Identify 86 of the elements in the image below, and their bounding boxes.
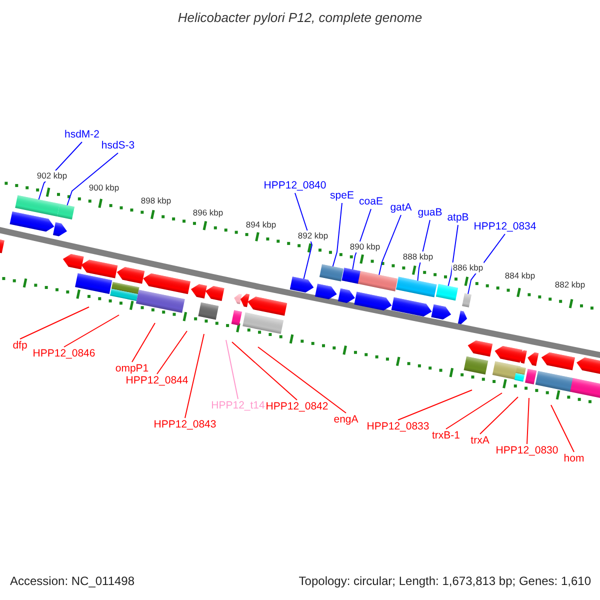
gene-feature bbox=[190, 284, 207, 298]
gene-feature bbox=[116, 267, 145, 284]
gene-label: coaE bbox=[359, 196, 383, 208]
scale-label: 898 kbp bbox=[140, 196, 172, 206]
title: Helicobacter pylori P12, complete genome bbox=[176, 10, 424, 25]
leader-line bbox=[332, 202, 342, 267]
leader-line bbox=[294, 192, 313, 280]
leader-line bbox=[226, 340, 238, 400]
gene-block bbox=[198, 302, 219, 320]
gene-block bbox=[570, 378, 600, 399]
gene-block bbox=[464, 356, 488, 375]
gene-label: HPP12_0846 bbox=[32, 348, 96, 360]
gene-block bbox=[319, 264, 344, 282]
gene-feature bbox=[290, 276, 314, 293]
gene-feature bbox=[468, 340, 493, 357]
gene-label: trxB-1 bbox=[432, 430, 460, 442]
leader-line bbox=[184, 334, 204, 418]
accession-note: Accession: NC_011498 bbox=[10, 574, 135, 588]
leader-line bbox=[526, 398, 530, 444]
gene-label: HPP12_0830 bbox=[496, 444, 558, 458]
scale-label: 900 kbp bbox=[88, 182, 120, 194]
gene-block bbox=[514, 373, 525, 382]
gene-label: hom bbox=[564, 452, 584, 466]
scale-label: 884 kbp bbox=[504, 270, 536, 282]
gene-block bbox=[462, 293, 472, 308]
scale-label: 902 kbp bbox=[36, 170, 68, 182]
gene-label: dfp bbox=[12, 340, 28, 352]
gene-feature bbox=[576, 358, 600, 377]
gene-feature bbox=[10, 211, 54, 232]
gene-feature bbox=[205, 286, 224, 301]
leader-line bbox=[398, 390, 472, 420]
scale-label: 890 kbp bbox=[348, 242, 382, 252]
gene-label: HPP12_0844 bbox=[126, 374, 188, 388]
gene-label: trxA bbox=[470, 434, 490, 448]
gene-label: HPP12_t14 bbox=[211, 400, 265, 412]
gene-feature bbox=[541, 352, 575, 370]
gene-feature bbox=[518, 350, 527, 364]
gene-label: HPP12_0842 bbox=[266, 400, 328, 414]
gene-feature bbox=[338, 288, 355, 303]
gene-feature bbox=[458, 310, 468, 324]
gene-label: ompP1 bbox=[115, 362, 149, 376]
gene-block bbox=[342, 268, 361, 284]
gene-feature bbox=[52, 222, 67, 236]
gene-label: hsdS-3 bbox=[101, 140, 135, 152]
leader-line bbox=[446, 392, 502, 430]
scale-label: 894 kbp bbox=[244, 220, 278, 230]
gene-label: HPP12_0843 bbox=[154, 418, 216, 432]
gene-block bbox=[57, 204, 75, 220]
gene-label: atpB bbox=[447, 212, 469, 224]
leader-line bbox=[258, 346, 346, 414]
gene-label: speE bbox=[330, 190, 354, 202]
gene-feature bbox=[528, 352, 539, 366]
leader-line bbox=[232, 342, 298, 400]
leader-line bbox=[20, 306, 90, 340]
scale-label: 882 kbp bbox=[554, 280, 586, 290]
gene-feature bbox=[62, 254, 84, 270]
scale-label: 888 kbp bbox=[402, 252, 434, 262]
gene-label: HPP12_0840 bbox=[264, 180, 326, 192]
gene-feature bbox=[314, 284, 337, 300]
gene-feature bbox=[0, 239, 4, 254]
scale-label: 892 kbp bbox=[296, 230, 330, 242]
gene-block bbox=[516, 366, 526, 375]
leader-line bbox=[132, 322, 156, 362]
gene-block bbox=[136, 290, 185, 313]
genome-stats-note: Topology: circular; Length: 1,673,813 bp; Genes: 1,610 bbox=[298, 574, 591, 588]
scale-label: 896 kbp bbox=[192, 208, 224, 218]
leader-line bbox=[448, 224, 458, 286]
leader-line bbox=[480, 396, 518, 434]
leader-line bbox=[156, 330, 188, 374]
gene-block bbox=[231, 310, 242, 326]
leader-line bbox=[64, 314, 120, 348]
gene-feature bbox=[240, 294, 250, 308]
gene-label: HPP12_0834 bbox=[474, 220, 536, 234]
gene-block bbox=[436, 284, 458, 301]
gene-label: hsdM-2 bbox=[64, 128, 100, 142]
leader-line bbox=[378, 214, 402, 276]
scale-label: 886 kbp bbox=[452, 262, 484, 274]
gene-label: HPP12_0833 bbox=[366, 420, 430, 434]
gene-feature bbox=[234, 294, 242, 304]
gene-label: engA bbox=[334, 414, 358, 426]
leader-line bbox=[66, 152, 118, 206]
gene-label: gatA bbox=[390, 202, 412, 214]
gene-label: guaB bbox=[418, 206, 442, 220]
gene-feature bbox=[431, 304, 452, 320]
leader-line bbox=[550, 404, 574, 452]
gene-block bbox=[110, 288, 138, 301]
